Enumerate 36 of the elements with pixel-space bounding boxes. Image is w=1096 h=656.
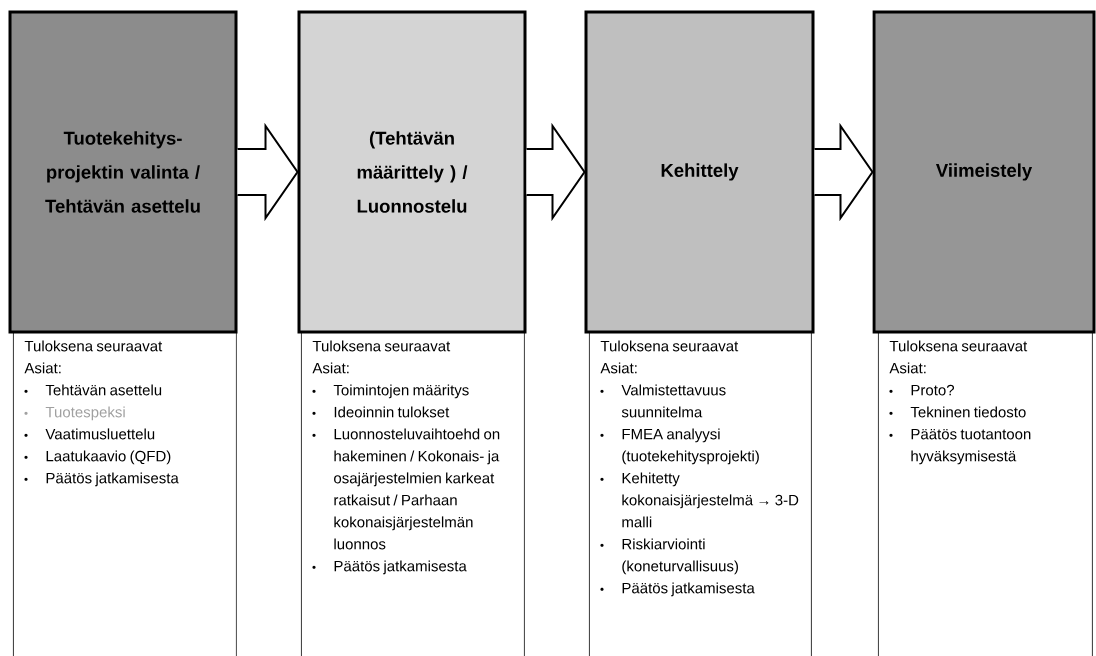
bullet-item: Laatukaavio (QFD) [46,450,171,465]
bullet-item: Päätös jatkamisesta [46,472,179,487]
phase-title: Viimeistely [935,163,1033,181]
block-arrow [813,122,874,222]
bullet-item: Proto? [911,384,955,396]
phase-box [872,10,1096,334]
result-box [301,332,525,656]
phase-title: Kehittely [661,163,739,181]
bullet-item: Tekninen tiedosto [910,406,1026,418]
bullet-item: Vaatimusluettelu [45,428,155,440]
phase-box [584,10,815,334]
bullet-item: Tehtävän asettelu [45,384,162,396]
result-heading: Tuloksena seuraavat Asiat: [600,340,739,374]
bullet-item: Toimintojen määritys [333,384,469,399]
block-arrow [525,122,586,222]
block-arrow [236,122,299,222]
bullet-item: Tuotespeksi [45,406,125,421]
bullet-item: Ideoinnin tulokset [334,406,450,418]
result-box [13,332,237,656]
bullet-item: FMEA analyysi (tuotekehitysprojekti) [622,428,759,465]
bullet-item: Päätös jatkamisesta [622,582,755,597]
phase-box [297,10,527,334]
bullet-item: Kehitetty kokonaisjärjestelmä → 3-D malli [622,472,799,528]
result-box [878,332,1093,656]
phase-title: (Tehtävän määrittely ) / Luonnostelu [357,131,468,213]
result-box [589,332,812,656]
result-heading: Tuloksena seuraavat Asiat: [24,340,163,374]
phase-title: Tuotekehitys- projektin valinta / Tehtävän asettelu [45,131,200,213]
bullet-item: Päätös tuotantoon hyväksymisestä [911,428,1031,465]
phase-box [8,10,238,334]
bullet-item: Luonnosteluvaihtoehd on hakeminen / Kokonais- ja osajärjestelmien karkeat ratkaisut / Parhaan kokonaisjärjestelmän luonnos [334,428,500,550]
result-heading: Tuloksena seuraavat Asiat: [889,340,1028,374]
bullet-item: Päätös jatkamisesta [334,560,467,575]
result-heading: Tuloksena seuraavat Asiat: [312,340,451,374]
bullet-item: Riskiarviointi (koneturvallisuus) [622,538,738,575]
bullet-item: Valmistettavuus suunnitelma [621,384,726,418]
